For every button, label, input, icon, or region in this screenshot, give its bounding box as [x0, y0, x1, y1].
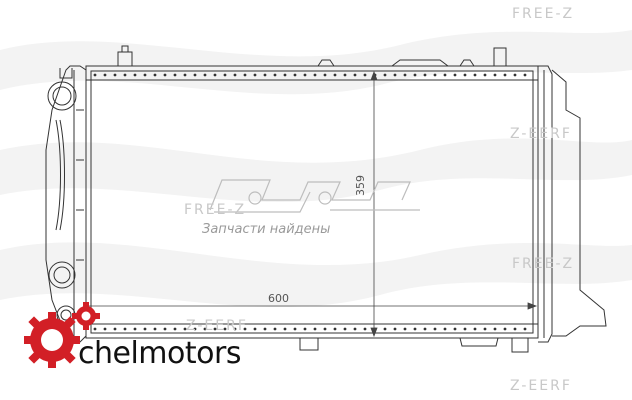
bottom-mount-tabs — [299, 337, 529, 353]
left-hose-outlets — [47, 68, 77, 325]
brand-name: chelmotors — [78, 336, 241, 371]
center-caption: Запчасти найдены — [202, 222, 331, 237]
watermark-text: FREE-Z — [512, 256, 575, 272]
center-logo-mark — [209, 179, 420, 213]
top-mount-tabs — [117, 45, 507, 67]
right-tank — [538, 65, 607, 343]
watermark-text: Z-EERF — [510, 378, 572, 394]
background-waves — [0, 30, 632, 308]
dimension-lines — [84, 70, 538, 338]
height-dimension-label: 359 — [354, 175, 367, 196]
watermark-text: Z-EERF — [510, 126, 572, 142]
brand-logo: chelmotors — [22, 300, 282, 380]
rivet-row-top — [93, 73, 527, 77]
watermark-text: FREE-Z — [512, 6, 575, 22]
watermark-text: Z-EERF — [186, 318, 248, 334]
watermark-text: FREE-Z — [184, 202, 247, 218]
rivet-row-bottom — [93, 327, 527, 331]
width-dimension-label: 600 — [268, 292, 289, 305]
